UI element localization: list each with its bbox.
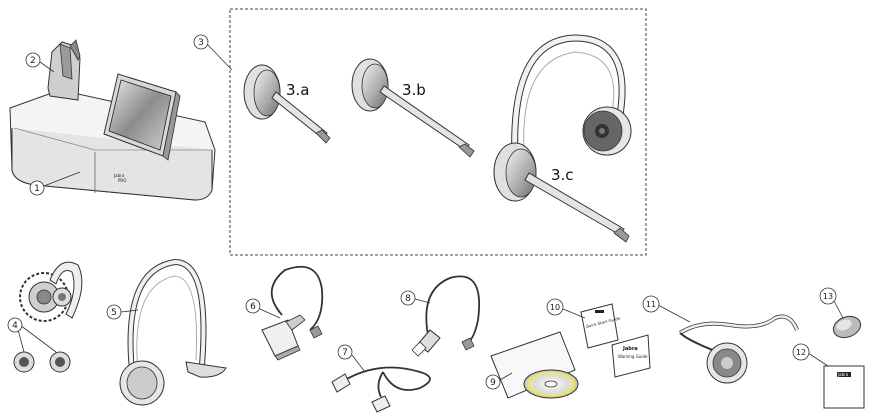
callout-10: 10	[546, 298, 564, 316]
earhook-and-earbuds	[13, 261, 83, 373]
svg-text:13: 13	[823, 292, 833, 301]
callout-8: 8	[400, 290, 416, 306]
callout-7: 7	[337, 344, 353, 360]
callout-5: 5	[106, 304, 122, 320]
warning-guide-brand: Jabra	[622, 346, 638, 352]
callout-6: 6	[245, 298, 261, 314]
warning-guide-label: Warning Guide	[618, 354, 648, 359]
svg-text:3: 3	[198, 38, 204, 48]
power-adapter	[261, 265, 324, 361]
pouch-brand: Jabra	[837, 372, 849, 377]
callout-13: 13	[819, 287, 837, 305]
neckband	[678, 314, 799, 384]
headset-mono	[351, 58, 475, 158]
callout-leaders	[15, 43, 844, 381]
user-booklets: Quick Start Guide Jabra Warning Guide	[580, 303, 651, 378]
svg-text:4: 4	[12, 321, 18, 331]
svg-text:1: 1	[34, 184, 40, 194]
headset-3a-label: 3.a	[286, 81, 310, 99]
svg-text:5: 5	[111, 308, 117, 318]
usb-cable	[411, 275, 480, 357]
svg-text:11: 11	[646, 300, 656, 309]
svg-text:7: 7	[342, 348, 348, 358]
software-cd	[490, 331, 579, 399]
ear-cushion	[832, 315, 862, 339]
svg-text:10: 10	[550, 303, 560, 312]
headset-convertible	[243, 64, 331, 144]
headset-3c-label: 3.c	[551, 166, 574, 184]
callout-1: 1	[29, 180, 45, 196]
callout-11: 11	[642, 295, 660, 313]
svg-text:6: 6	[250, 302, 256, 312]
svg-text:9: 9	[490, 378, 496, 388]
callout-3: 3	[193, 34, 209, 50]
headset-3b-label: 3.b	[402, 81, 426, 99]
base-station: Jabra PRO	[9, 39, 216, 201]
headset-duo	[493, 34, 632, 243]
callout-9: 9	[485, 374, 501, 390]
svg-text:8: 8	[405, 294, 411, 304]
telephone-cable	[331, 366, 431, 413]
svg-text:12: 12	[796, 348, 806, 357]
callout-2: 2	[25, 52, 41, 68]
base-model-label: PRO	[118, 178, 126, 183]
callout-12: 12	[792, 343, 810, 361]
headband	[119, 258, 227, 406]
svg-text:2: 2	[30, 56, 36, 66]
headset-options-frame	[229, 8, 647, 256]
callout-4: 4	[7, 317, 23, 333]
base-brand-label: Jabra	[113, 173, 125, 178]
carry-pouch: Jabra	[823, 365, 865, 409]
